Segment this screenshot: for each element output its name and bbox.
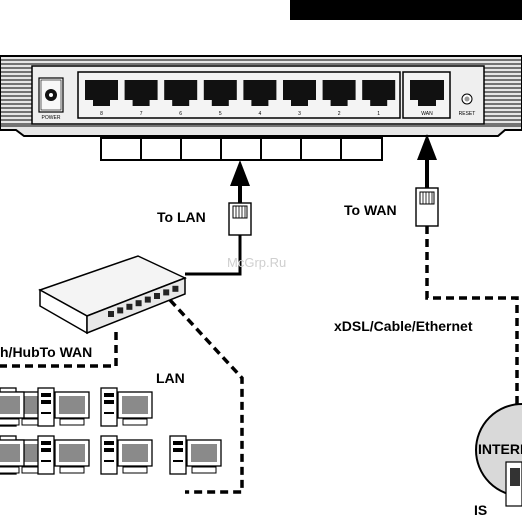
lan-port-8-icon bbox=[85, 80, 118, 106]
switch-port-icon bbox=[144, 296, 151, 303]
switch-to-lan-cable-dashed bbox=[168, 298, 244, 494]
switch-hub-icon bbox=[38, 255, 187, 335]
switch-port-icon bbox=[163, 289, 170, 296]
lan-ports: 8 7 6 5 4 3 2 1 bbox=[85, 80, 396, 117]
lan-computers bbox=[0, 387, 222, 475]
lan-port-number: 4 bbox=[259, 111, 262, 117]
switch-port-icon bbox=[172, 285, 179, 292]
switch-port-icon bbox=[154, 293, 160, 299]
switch-ports bbox=[108, 285, 179, 317]
computer-icon bbox=[0, 439, 25, 474]
lan-port-number: 5 bbox=[219, 111, 222, 117]
computer-icon bbox=[37, 387, 90, 427]
lan-port-7-icon bbox=[124, 80, 158, 106]
switch-to-left-cable-dashed bbox=[0, 332, 118, 368]
reset-label: RESET bbox=[459, 111, 476, 117]
lan-label: LAN bbox=[156, 370, 185, 386]
lan-port-4-icon bbox=[243, 80, 277, 106]
power-label: POWER bbox=[42, 115, 61, 121]
lan-port-5-icon bbox=[203, 80, 237, 106]
xdsl-label: xDSL/Cable/Ethernet bbox=[334, 318, 473, 334]
lan-cable bbox=[185, 235, 242, 276]
rj45-plug-lan-icon bbox=[228, 202, 252, 236]
rj45-plug-wan-icon bbox=[415, 187, 439, 227]
isp-label: IS bbox=[474, 502, 487, 518]
lan-port-number: 6 bbox=[179, 111, 182, 117]
lan-port-number: 3 bbox=[298, 111, 301, 117]
switch-port-icon bbox=[117, 307, 124, 314]
top-black-bar bbox=[290, 0, 522, 20]
lan-port-number: 1 bbox=[377, 111, 380, 117]
switch-hub-label: h/HubTo WAN bbox=[0, 344, 92, 360]
switch-port-icon bbox=[108, 311, 114, 317]
up-arrow-lan-icon bbox=[230, 160, 250, 204]
lan-port-number: 7 bbox=[140, 111, 143, 117]
reset-button-icon bbox=[461, 93, 473, 105]
lan-port-number: 8 bbox=[100, 111, 103, 117]
to-lan-label: To LAN bbox=[157, 209, 206, 225]
lan-port-3-icon bbox=[283, 80, 316, 106]
lan-port-6-icon bbox=[164, 80, 198, 106]
watermark-text: McGrp.Ru bbox=[227, 255, 286, 270]
lan-port-2-icon bbox=[322, 80, 356, 106]
power-socket-icon bbox=[38, 77, 64, 113]
wan-cable-dashed bbox=[425, 226, 519, 420]
computer-icon bbox=[100, 387, 153, 427]
switch-port-icon bbox=[126, 303, 133, 310]
up-arrow-wan-icon bbox=[417, 134, 437, 188]
wan-port-icon bbox=[410, 80, 444, 106]
computer-icon bbox=[0, 391, 25, 426]
internet-label: INTERN bbox=[478, 441, 522, 457]
to-wan-label: To WAN bbox=[344, 202, 397, 218]
computer-icon bbox=[100, 435, 153, 475]
lan-port-1-icon bbox=[362, 80, 396, 106]
lan-port-number: 2 bbox=[338, 111, 341, 117]
wan-label: WAN bbox=[421, 111, 433, 117]
isp-server-icon bbox=[505, 461, 522, 507]
switch-port-icon bbox=[135, 300, 142, 307]
lan-port-bracket bbox=[100, 137, 383, 161]
computer-icon bbox=[37, 435, 90, 475]
computer-icon bbox=[169, 435, 222, 475]
